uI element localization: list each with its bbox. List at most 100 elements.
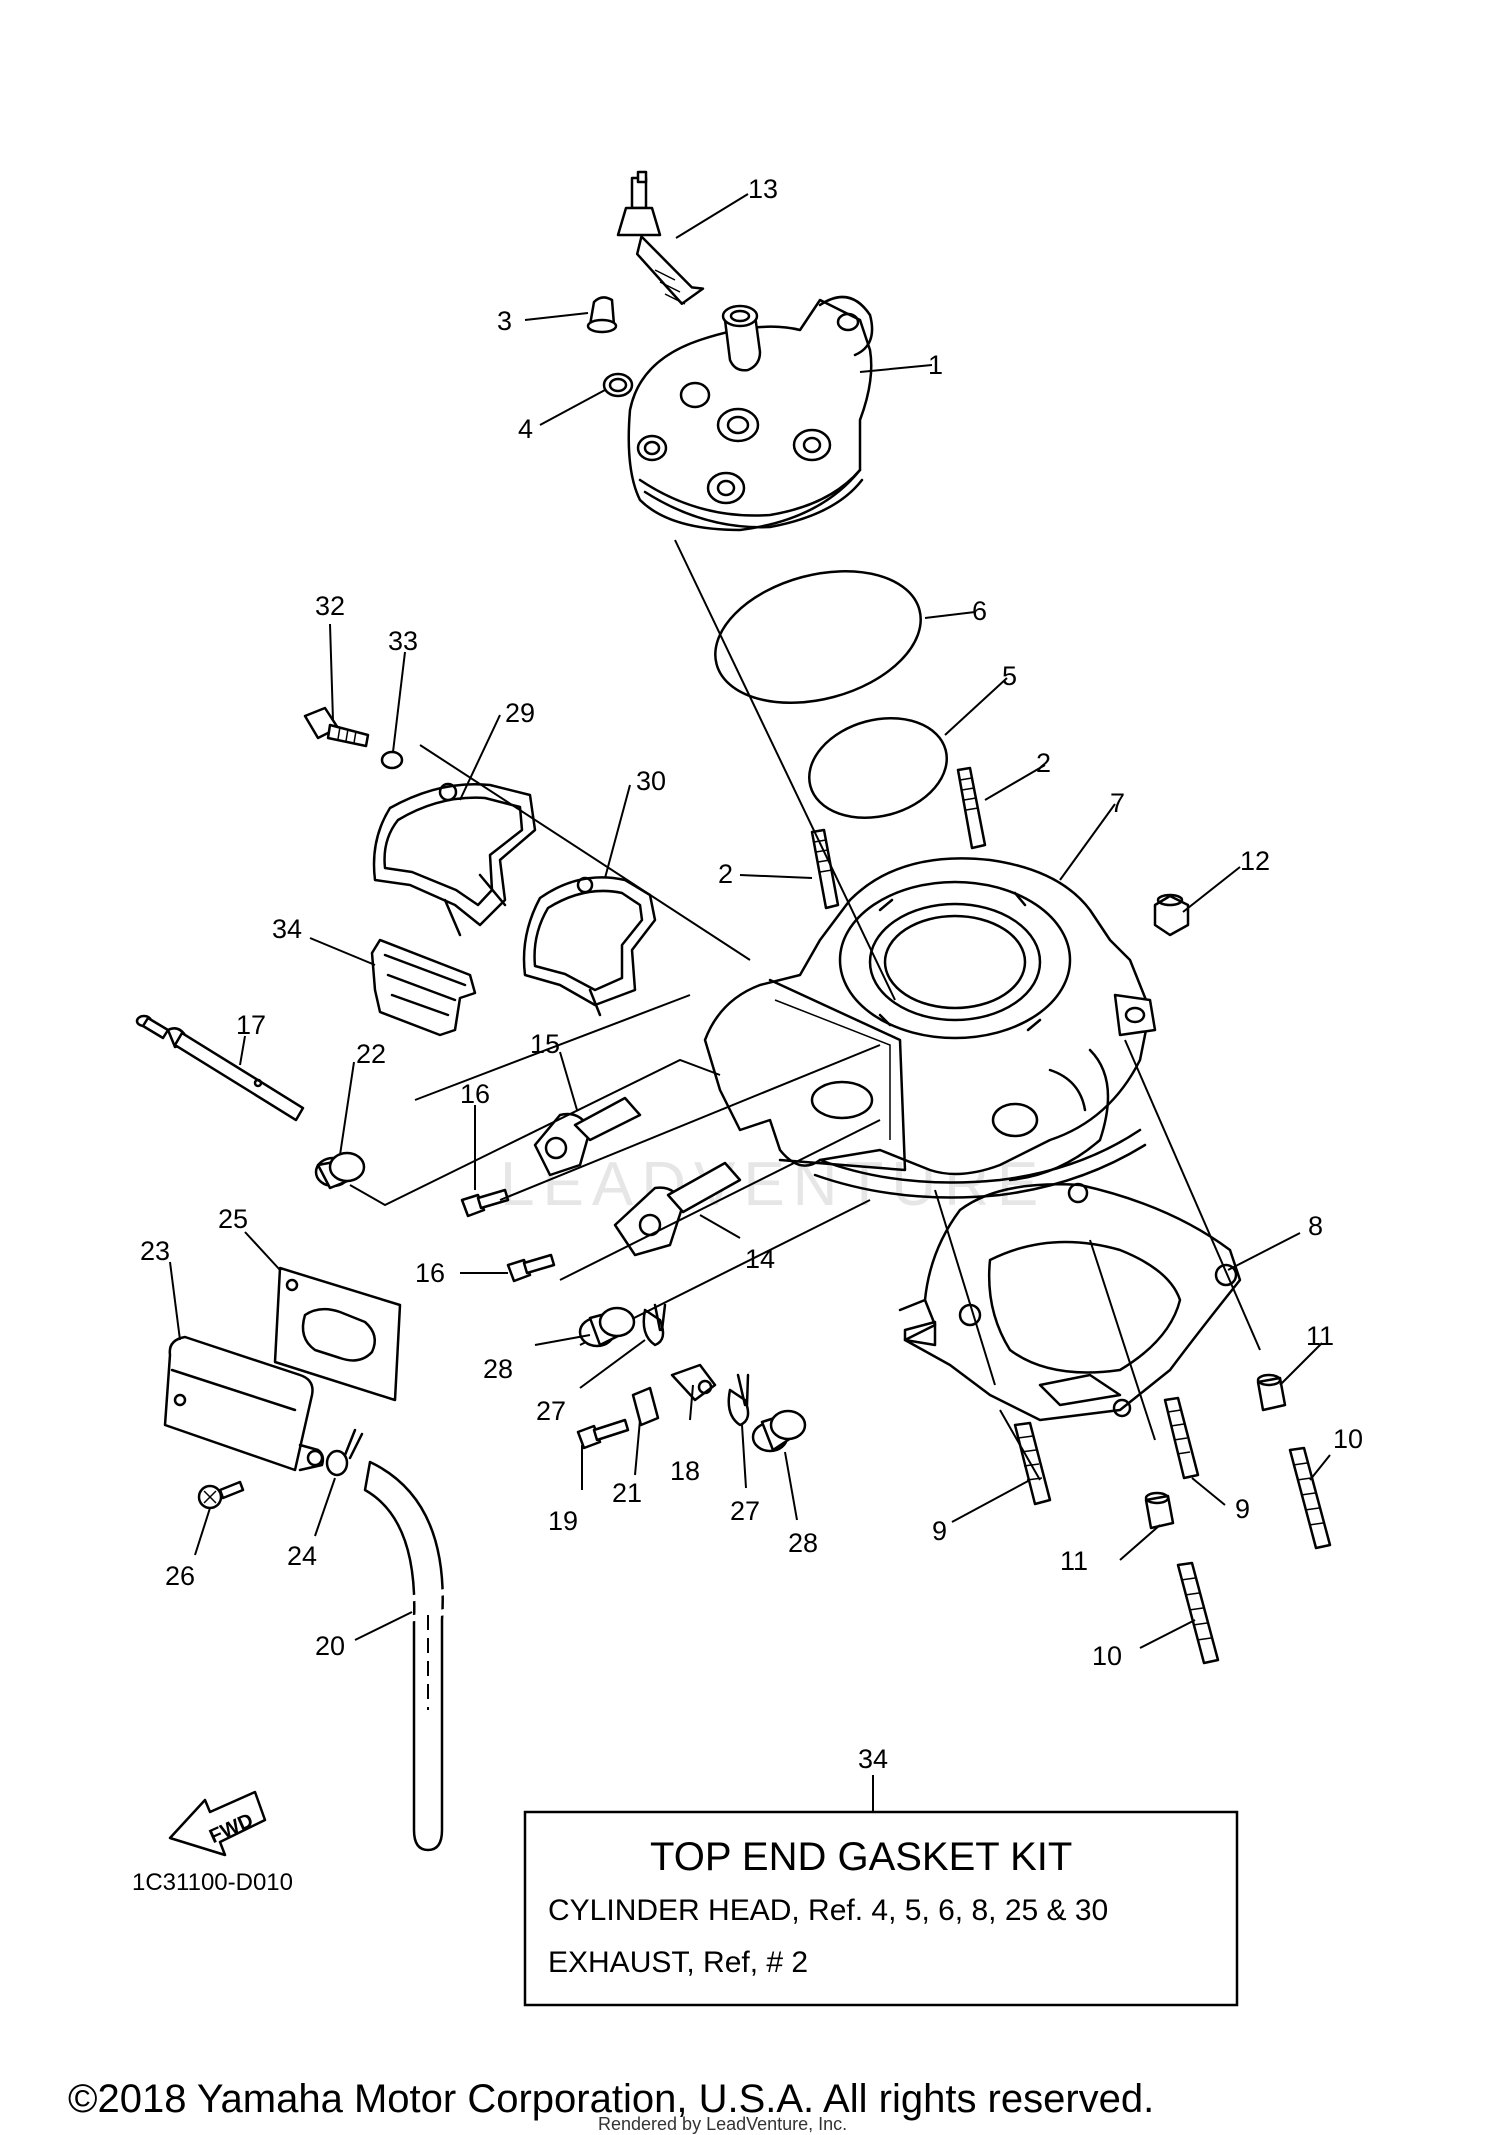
kit-number: 34	[858, 1744, 888, 1774]
part-27-spring-upper	[642, 1303, 667, 1347]
part-4-washer	[602, 372, 634, 398]
part-21-collar	[314, 1151, 366, 1190]
callout-17: 17	[236, 1010, 266, 1040]
callout-28-upper: 28	[483, 1354, 513, 1384]
callout-14: 14	[745, 1244, 775, 1274]
gasket-kit-box: 34 TOP END GASKET KIT CYLINDER HEAD, Ref…	[523, 1744, 1239, 2007]
callout-19: 19	[548, 1506, 578, 1536]
callout-10-bottom: 10	[1092, 1641, 1122, 1671]
callout-2-left: 2	[718, 859, 733, 889]
part-31-bolt	[303, 706, 370, 748]
part-16-bolt-upper	[460, 1188, 510, 1218]
part-19-screw	[576, 1418, 630, 1450]
callout-8: 8	[1308, 1211, 1323, 1241]
part-29-cover	[372, 782, 537, 937]
part-1-cylinder-head	[627, 295, 874, 532]
callout-3: 3	[497, 306, 512, 336]
part-26-screw	[197, 1480, 245, 1510]
assembly-line-left	[934, 1189, 996, 1386]
callout-28-lower: 28	[788, 1528, 818, 1558]
callout-1: 1	[928, 350, 943, 380]
part-14-valve-holder	[613, 1161, 742, 1257]
callout-25: 25	[218, 1204, 248, 1234]
part-10-stud-bottom	[1176, 1561, 1220, 1665]
callout-20: 21	[612, 1478, 642, 1508]
callout-10-right: 10	[1333, 1424, 1363, 1454]
callout-2-right: 2	[1036, 748, 1051, 778]
part-2-stud-right	[956, 766, 987, 850]
callout-18: 18	[670, 1456, 700, 1486]
kit-line-2: EXHAUST, Ref, # 2	[548, 1946, 808, 1979]
part-11-nut-right	[1256, 1373, 1287, 1412]
callout-11-right: 11	[1306, 1321, 1334, 1351]
part-13-spark-plug	[616, 170, 705, 305]
rendered-by-text: Rendered by LeadVenture, Inc.	[598, 2114, 847, 2134]
part-6-o-ring	[714, 569, 922, 705]
part-18-lever	[670, 1363, 717, 1402]
part-7-cylinder	[703, 857, 1157, 1199]
copyright-text: ©2018 Yamaha Motor Corporation, U.S.A. A…	[68, 2077, 1154, 2121]
part-12-nut	[1153, 893, 1190, 937]
part-2-stud-left	[810, 828, 840, 910]
kit-title: TOP END GASKET KIT	[650, 1835, 1072, 1879]
callout-9-left: 9	[932, 1516, 947, 1546]
assembly-line-center	[1089, 1239, 1156, 1441]
part-30-gasket	[522, 876, 657, 1017]
callout-30: 30	[636, 766, 666, 796]
callout-7: 7	[1110, 788, 1125, 818]
callout-23: 20	[315, 1631, 345, 1661]
callout-leaders	[169, 193, 1331, 1815]
part-8-base-gasket	[898, 1182, 1242, 1422]
callout-29: 29	[505, 698, 535, 728]
callout-16-lower: 16	[415, 1258, 445, 1288]
callout-9-right: 9	[1235, 1494, 1250, 1524]
part-28-roller-upper	[578, 1306, 636, 1348]
part-27-spring-lower	[727, 1373, 750, 1427]
part-9-stud-left	[1013, 1421, 1052, 1506]
callout-16-upper: 16	[460, 1079, 490, 1109]
callout-27-lower: 27	[730, 1496, 760, 1526]
part-33-valve-stopper	[370, 938, 477, 1037]
callout-13: 13	[748, 174, 778, 204]
part-24-clamp	[325, 1428, 364, 1477]
part-3-plug	[586, 296, 618, 334]
callout-4: 4	[518, 414, 533, 444]
assembly-line-16b	[559, 1119, 881, 1281]
callout-labels: 13 3 4 1 6 5 2 2 7 12 8 32 33 29 30 34 1…	[140, 174, 1363, 1671]
callout-5: 5	[1002, 661, 1017, 691]
drawing-code: 1C31100-D010	[132, 1869, 293, 1896]
part-20-plate	[631, 1386, 660, 1427]
callout-33: 34	[272, 914, 302, 944]
kit-line-1: CYLINDER HEAD, Ref. 4, 5, 6, 8, 25 & 30	[548, 1894, 1108, 1927]
assembly-line-right	[1124, 1039, 1261, 1351]
part-28-roller-lower	[751, 1409, 807, 1453]
assembly-line-16	[499, 1044, 881, 1201]
callout-22: 23	[140, 1236, 170, 1266]
part-11-nut-bottom	[1144, 1491, 1175, 1530]
assembly-line-head	[674, 539, 896, 1001]
assembly-line-9	[999, 1409, 1041, 1481]
part-9-stud-right	[1163, 1396, 1200, 1480]
part-15-valve-holder	[533, 1096, 642, 1177]
callout-27-upper: 27	[536, 1396, 566, 1426]
callout-15: 15	[530, 1029, 560, 1059]
part-5-o-ring	[808, 716, 948, 820]
callout-24: 24	[287, 1541, 317, 1571]
part-23-hose	[363, 1460, 456, 1852]
assembly-line-21	[349, 1058, 721, 1207]
part-10-stud-right	[1288, 1446, 1332, 1550]
part-16-bolt-lower	[506, 1253, 556, 1283]
part-25-gasket	[273, 1266, 402, 1402]
fwd-arrow-icon: FWD	[168, 1790, 267, 1857]
callout-11-bottom: 11	[1060, 1546, 1088, 1576]
callout-12: 12	[1240, 846, 1270, 876]
callout-6: 6	[972, 596, 987, 626]
callout-32: 33	[388, 626, 418, 656]
callout-21: 22	[356, 1039, 386, 1069]
part-32-washer	[380, 750, 404, 770]
callout-26: 26	[165, 1561, 195, 1591]
assembly-line-17	[414, 994, 691, 1101]
assembly-line-31	[419, 744, 751, 961]
part-17-shaft	[135, 1014, 305, 1122]
